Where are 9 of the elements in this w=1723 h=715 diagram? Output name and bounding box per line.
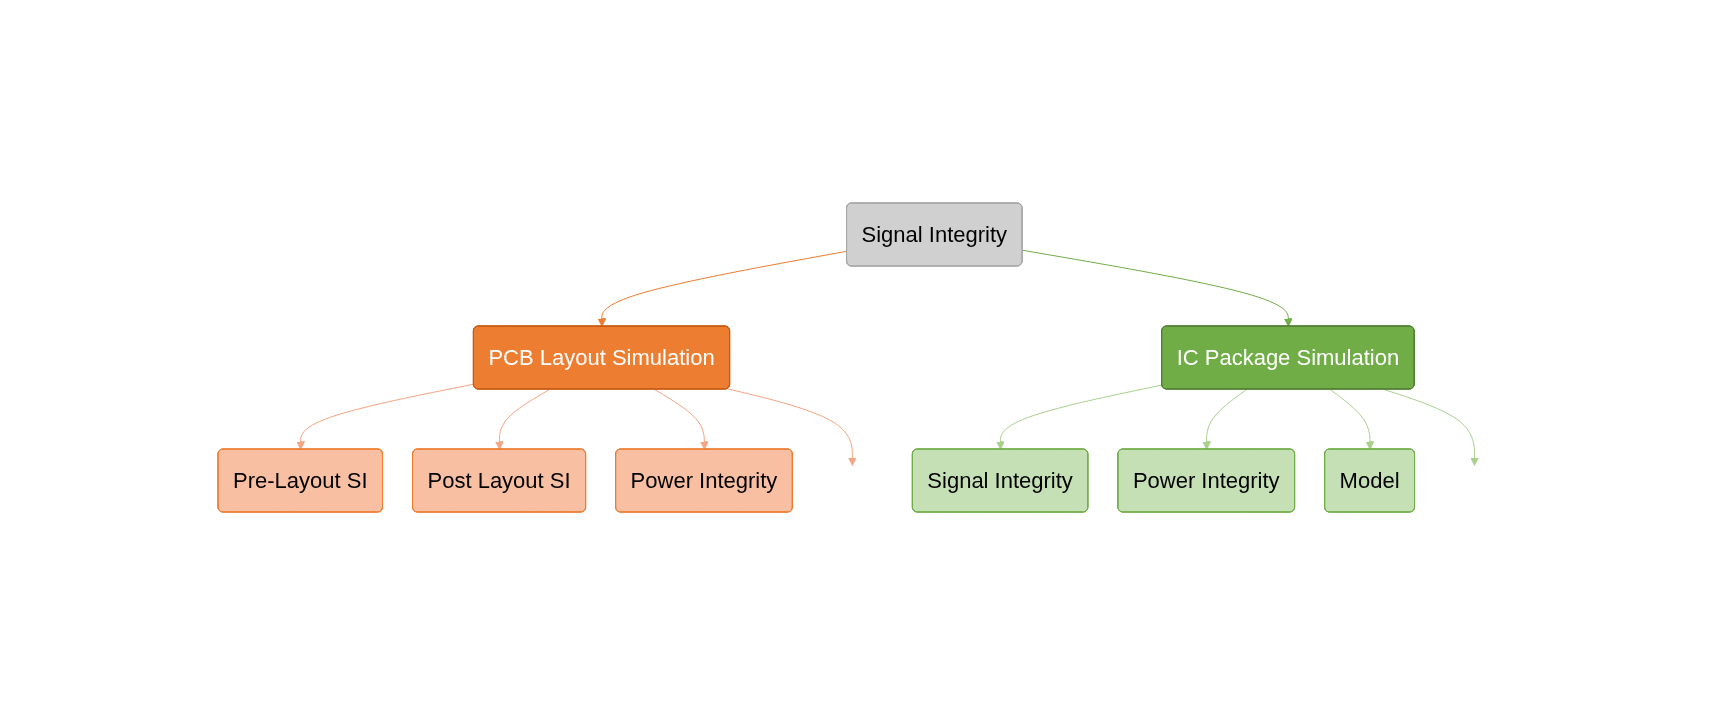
arrow (1022, 249, 1293, 327)
arrow (597, 250, 848, 327)
arrow (996, 384, 1163, 450)
arrow (1202, 389, 1248, 450)
arrow (654, 389, 709, 450)
arrow (495, 389, 551, 450)
arrow (727, 388, 857, 466)
arrow (296, 383, 475, 450)
arrow (1329, 389, 1375, 450)
